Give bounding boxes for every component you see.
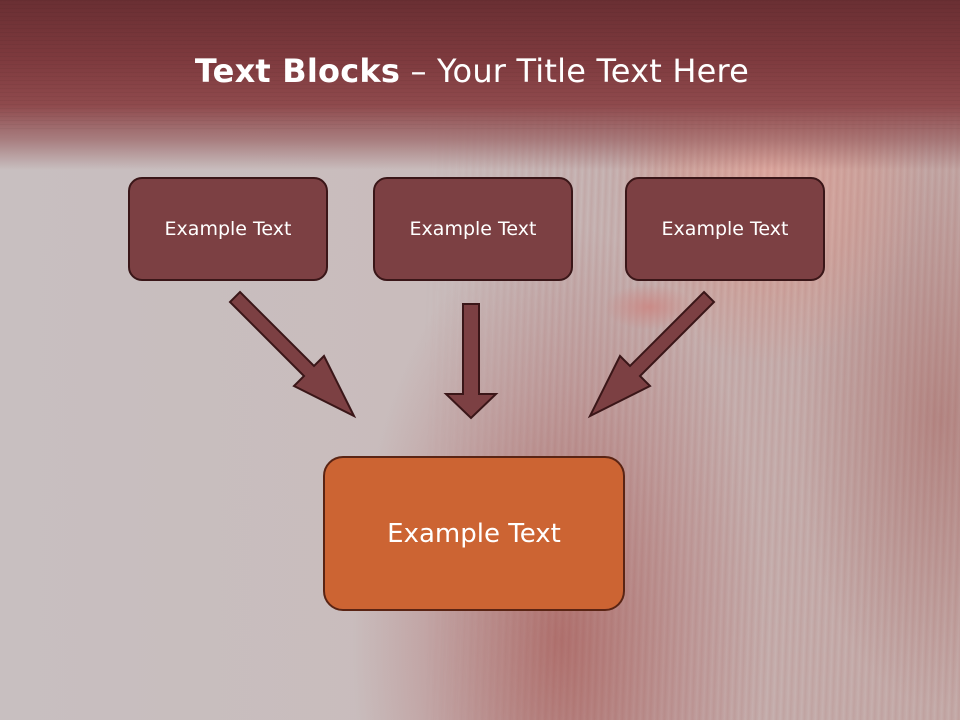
background-lips <box>604 284 694 330</box>
text-block-3[interactable]: Example Text <box>625 177 825 281</box>
header-band <box>0 0 960 170</box>
text-block-result-label: Example Text <box>387 518 561 549</box>
title-rest: – Your Title Text Here <box>400 52 750 90</box>
slide-title: Text Blocks – Your Title Text Here <box>0 52 944 90</box>
text-block-result[interactable]: Example Text <box>323 456 625 611</box>
text-block-1[interactable]: Example Text <box>128 177 328 281</box>
text-block-2[interactable]: Example Text <box>373 177 573 281</box>
text-block-1-label: Example Text <box>164 218 292 240</box>
text-block-3-label: Example Text <box>661 218 789 240</box>
text-block-2-label: Example Text <box>409 218 537 240</box>
title-bold: Text Blocks <box>194 52 401 90</box>
